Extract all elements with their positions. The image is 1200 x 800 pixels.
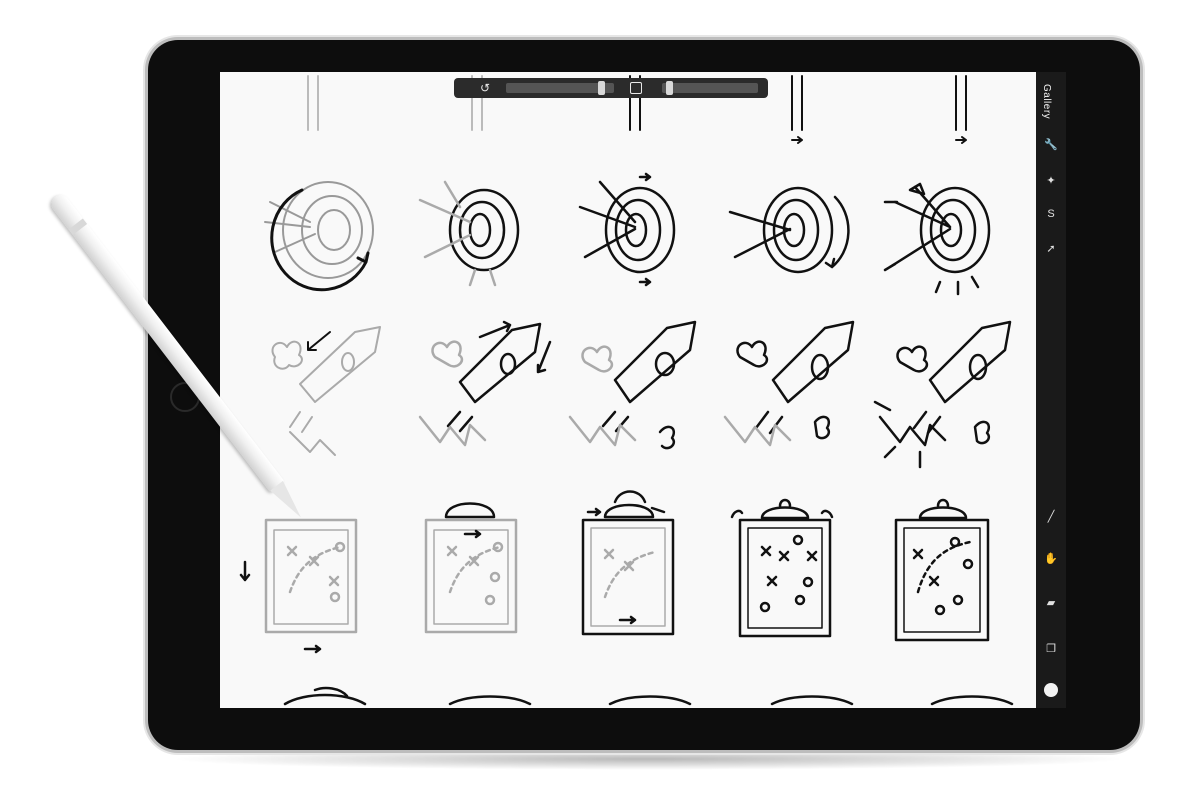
drawing-canvas[interactable] (220, 72, 1036, 708)
target-sketch-4 (728, 186, 850, 274)
brush-size-slider[interactable] (506, 81, 614, 95)
device-shadow (168, 748, 1128, 770)
target-sketch-3 (578, 172, 676, 287)
target-sketch-5 (883, 182, 991, 296)
wrench-icon[interactable]: 🔧 (1044, 138, 1058, 151)
magic-wand-icon[interactable]: ✦ (1046, 174, 1056, 187)
right-sidebar: Gallery 🔧 ✦ S ➚ ╱ ✋ ▰ ❐ (1036, 72, 1066, 708)
rocket-sketch-1 (271, 326, 381, 456)
target-sketch-1 (264, 181, 374, 292)
rocket-sketch-3 (568, 320, 697, 450)
selection-icon[interactable]: S (1047, 208, 1055, 220)
drawing-app-screen: ↺ Gallery 🔧 ✦ S ➚ ╱ ✋ ▰ ❐ (220, 72, 1066, 708)
brush-opacity-thumb[interactable] (666, 81, 673, 95)
rocket-sketch-5 (873, 320, 1012, 469)
arrow-transform-icon[interactable]: ➚ (1046, 242, 1056, 255)
brush-icon[interactable]: ╱ (1047, 510, 1055, 523)
color-icon[interactable] (1043, 682, 1059, 698)
layers-icon[interactable]: ❐ (1046, 642, 1056, 655)
brush-size-thumb[interactable] (598, 81, 605, 95)
opacity-square-icon[interactable] (630, 82, 642, 94)
rocket-sketch-4 (723, 320, 855, 447)
top-toolbar: ↺ (454, 78, 768, 98)
clipboard-sketch-2 (424, 502, 518, 634)
clipboard-sketch-1 (239, 518, 358, 654)
target-sketch-2 (418, 180, 520, 287)
gallery-button[interactable]: Gallery (1041, 84, 1052, 120)
clipboard-sketch-3 (581, 490, 675, 636)
partial-bottom-row (283, 686, 1014, 706)
eraser-icon[interactable]: ▰ (1046, 596, 1056, 609)
undo-icon[interactable]: ↺ (480, 81, 491, 95)
smudge-icon[interactable]: ✋ (1044, 552, 1058, 565)
rocket-sketch-2 (418, 320, 552, 447)
clipboard-sketch-4 (730, 498, 834, 638)
brush-opacity-slider[interactable] (662, 81, 758, 95)
clipboard-sketch-5 (894, 498, 990, 642)
